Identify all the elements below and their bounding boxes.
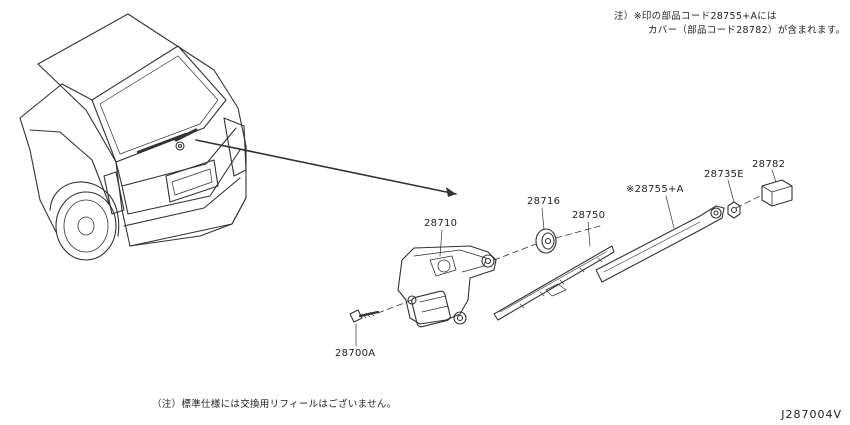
cover-28782 <box>761 179 793 207</box>
wiper-blade-28750 <box>493 245 615 321</box>
assembly-lines <box>377 195 761 314</box>
nut-28735E <box>727 201 741 219</box>
wiper-arm-28755A <box>595 205 725 283</box>
note-cover-included-line1: 注）※印の部品コード28755+Aには <box>614 11 777 22</box>
label-28716: 28716 <box>527 196 560 207</box>
figure-code: J287004V <box>781 408 842 421</box>
vehicle-rear-illustration <box>19 13 247 261</box>
label-28750: 28750 <box>572 210 605 221</box>
label-28782: 28782 <box>752 159 785 170</box>
pointer-arrow <box>195 139 457 197</box>
part-labels: 28710 28716 28750 ※28755+A 28735E 28782 … <box>335 159 785 359</box>
bolt-28700A <box>349 309 380 341</box>
note-cover-included-line2: カバー（部品コード28782）が含まれます。 <box>648 25 846 36</box>
leader-lines <box>355 169 777 347</box>
wiper-motor-28710 <box>397 245 497 328</box>
grommet-28716 <box>535 228 557 254</box>
note-refill-not-included: （注）標準仕様には交換用リフィールはございません。 <box>152 399 397 410</box>
label-28735E: 28735E <box>704 169 744 180</box>
label-28755A: ※28755+A <box>626 184 684 195</box>
label-28700A: 28700A <box>335 348 375 359</box>
label-28710: 28710 <box>424 218 457 229</box>
